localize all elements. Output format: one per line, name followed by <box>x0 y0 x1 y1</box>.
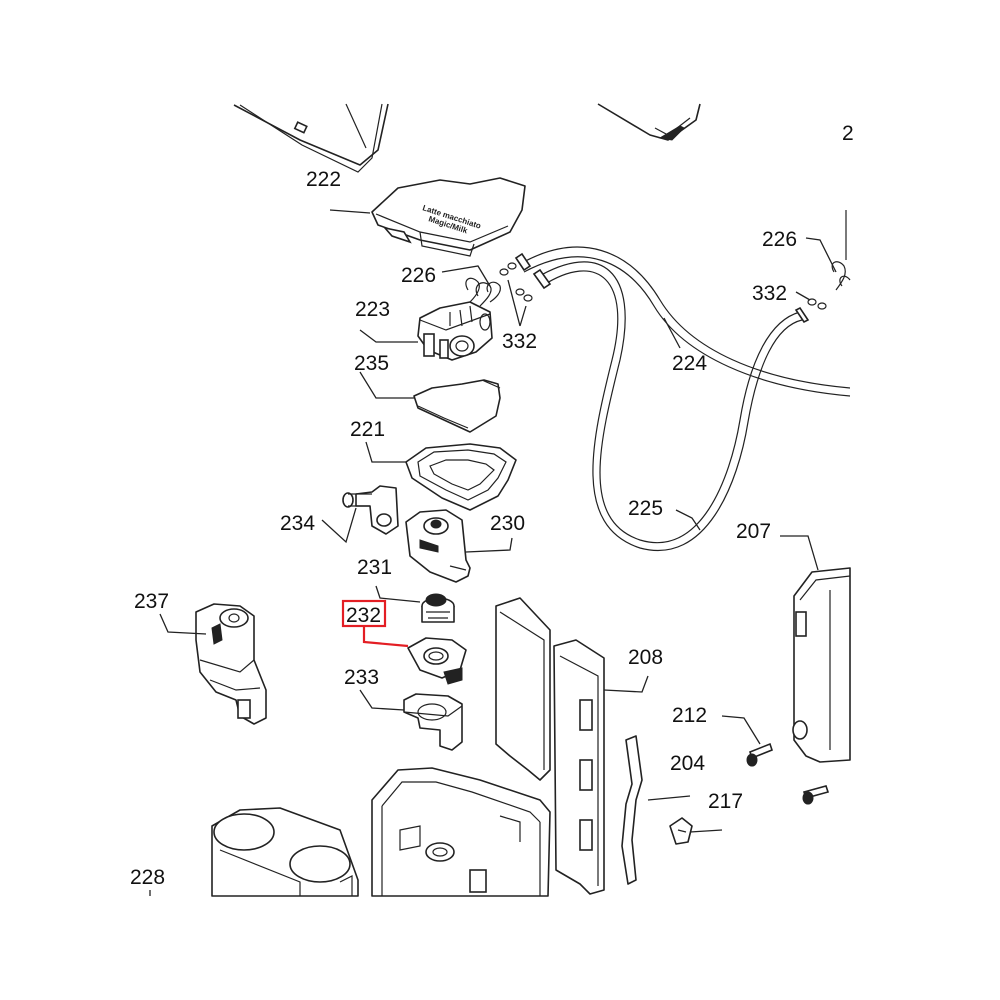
label-237: 237 <box>134 590 169 613</box>
leader-226a <box>441 265 491 287</box>
label-208: 208 <box>628 646 663 669</box>
part-230-housing <box>405 509 471 583</box>
part-332-orings-right <box>807 298 827 310</box>
label-235: 235 <box>354 352 389 375</box>
leader-225 <box>675 509 701 531</box>
label-212: 212 <box>672 704 707 727</box>
label-224: 224 <box>672 352 707 375</box>
part-233-holder <box>403 693 463 751</box>
label-226b: 226 <box>762 228 797 251</box>
top-right-housing-part <box>597 103 701 141</box>
leader-212 <box>721 715 761 745</box>
leader-208 <box>603 675 649 693</box>
edge-fragment-label: 2 <box>842 122 854 145</box>
label-225: 225 <box>628 497 663 520</box>
label-222: 222 <box>306 168 341 191</box>
part-228-container <box>211 807 359 897</box>
part-232-seal <box>407 637 467 685</box>
leader-232 <box>362 626 409 648</box>
label-204: 204 <box>670 752 705 775</box>
part-226-clip-right <box>831 261 851 291</box>
part-217-clip <box>669 817 693 845</box>
leader-234 <box>321 507 357 544</box>
leader-226b <box>805 237 837 273</box>
label-234: 234 <box>280 512 315 535</box>
leader-237 <box>159 613 207 635</box>
part-237-spout <box>195 603 267 725</box>
label-226a: 226 <box>401 264 436 287</box>
part-225-tube <box>532 261 810 551</box>
part-223-valve-block <box>417 301 493 361</box>
label-332a: 332 <box>502 330 537 353</box>
leader-233 <box>359 689 405 711</box>
label-332b: 332 <box>752 282 787 305</box>
part-208-panel <box>495 597 605 895</box>
label-231: 231 <box>357 556 392 579</box>
label-207: 207 <box>736 520 771 543</box>
leader-230 <box>465 537 513 553</box>
label-233: 233 <box>344 666 379 689</box>
base-tray-part <box>371 767 551 897</box>
label-228: 228 <box>130 866 165 889</box>
leader-217 <box>689 829 723 833</box>
part-224-tube <box>514 246 851 397</box>
leader-332a <box>507 279 527 327</box>
label-232: 232 <box>346 604 381 627</box>
part-332-orings-left <box>499 262 533 302</box>
part-222-lid: Latte macchiato Magic/Milk <box>371 177 526 257</box>
part-207-side-panel <box>792 567 851 763</box>
leader-224 <box>663 317 681 349</box>
top-left-housing-part <box>233 103 389 173</box>
leader-207 <box>780 535 819 571</box>
part-204-spring <box>621 735 643 885</box>
leader-222 <box>329 209 371 214</box>
part-221-gasket <box>405 443 517 511</box>
leader-223 <box>359 329 418 343</box>
leader-235 <box>359 371 414 399</box>
label-230: 230 <box>490 512 525 535</box>
label-223: 223 <box>355 298 390 321</box>
label-221: 221 <box>350 418 385 441</box>
part-234-bracket <box>342 485 399 535</box>
leader-231 <box>375 585 421 603</box>
part-235-cover-plate <box>413 379 501 433</box>
leader-332b <box>795 291 811 301</box>
label-217: 217 <box>708 790 743 813</box>
label-232-highlight-box <box>341 599 387 628</box>
part-231-valve-cap <box>421 593 455 623</box>
part-212-screw <box>746 742 830 805</box>
leader-204 <box>647 795 691 801</box>
leader-221 <box>365 441 406 463</box>
